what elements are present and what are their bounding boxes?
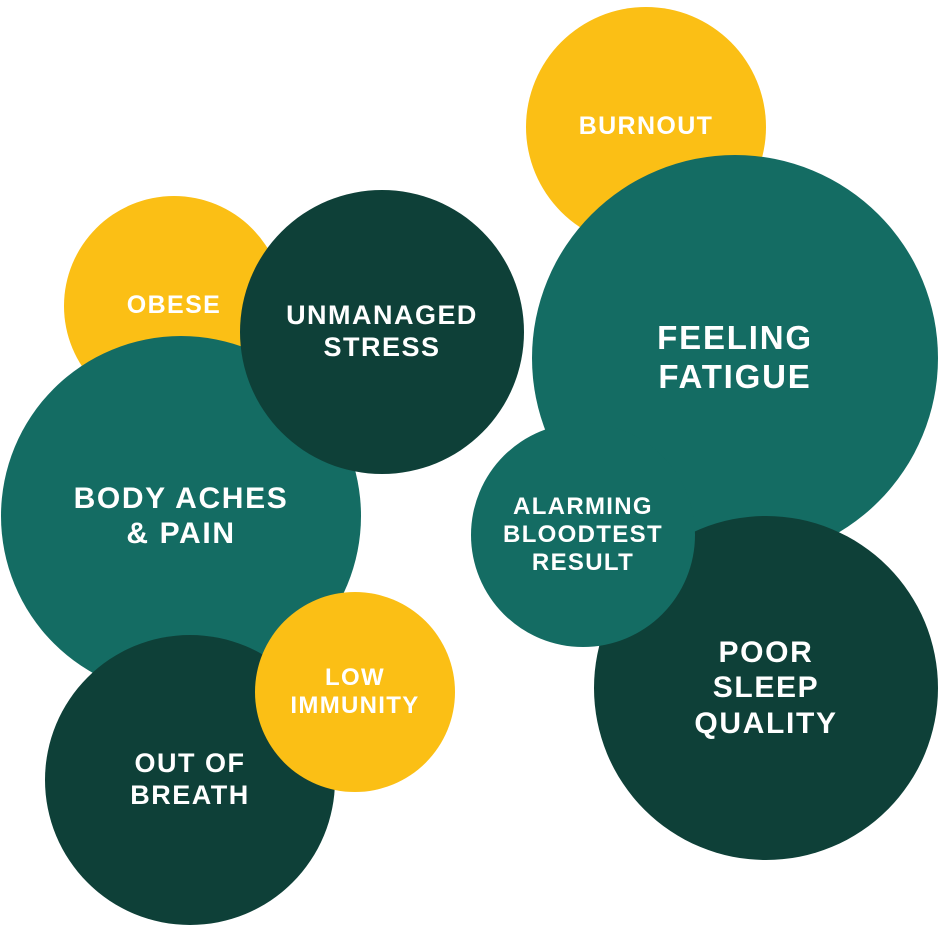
- bubble-label-out-of-breath: OUT OF BREATH: [130, 748, 250, 810]
- bubble-label-poor-sleep-quality: POOR SLEEP QUALITY: [694, 635, 838, 740]
- bubble-label-low-immunity: LOW IMMUNITY: [290, 663, 420, 719]
- bubble-label-feeling-fatigue: FEELING FATIGUE: [657, 319, 813, 395]
- bubble-label-burnout: BURNOUT: [578, 112, 714, 141]
- bubble-low-immunity[interactable]: LOW IMMUNITY: [255, 592, 455, 792]
- bubble-label-unmanaged-stress: UNMANAGED STRESS: [286, 300, 478, 362]
- bubble-label-obese: OBESE: [126, 291, 222, 320]
- bubble-unmanaged-stress[interactable]: UNMANAGED STRESS: [240, 190, 524, 474]
- bubble-out-of-breath[interactable]: OUT OF BREATH: [45, 635, 335, 925]
- bubble-label-body-aches-and-pain: BODY ACHES & PAIN: [73, 481, 289, 550]
- bubble-alarming-bloodtest-result[interactable]: ALARMING BLOODTEST RESULT: [471, 423, 695, 647]
- bubble-label-alarming-bloodtest-result: ALARMING BLOODTEST RESULT: [503, 492, 663, 577]
